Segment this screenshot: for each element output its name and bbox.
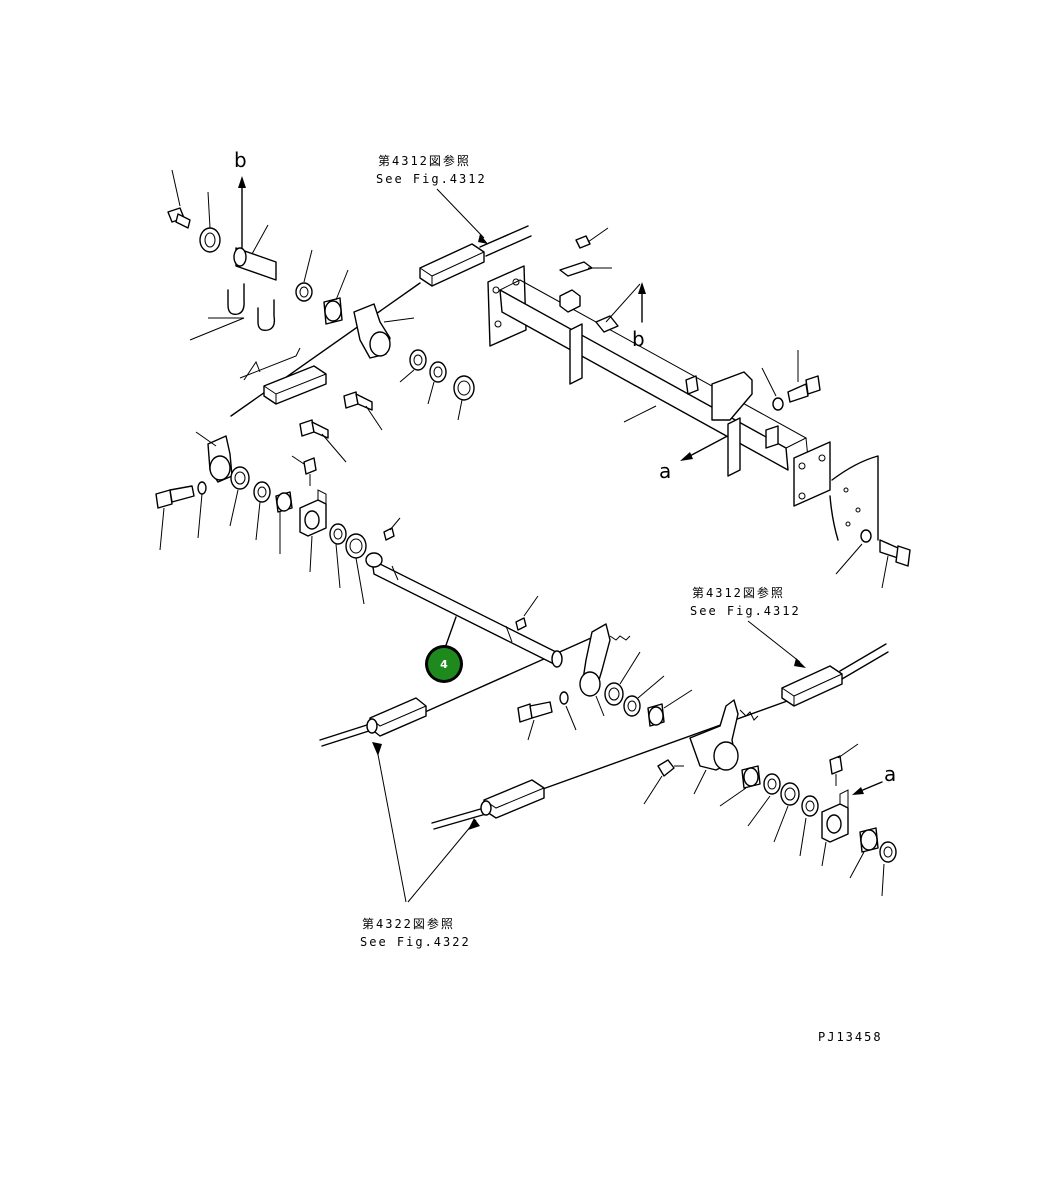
bearing-rings-upper xyxy=(399,349,475,421)
main-shaft xyxy=(365,552,563,668)
ref-right-jp: 第4312図参照 xyxy=(692,585,785,600)
ref-top-en: See Fig.4312 xyxy=(376,172,487,186)
clevis-bottom xyxy=(480,779,545,819)
washer-left xyxy=(197,481,207,539)
nut-top xyxy=(295,249,313,302)
seals-left xyxy=(229,466,293,554)
drawing-number: PJ13458 xyxy=(818,1030,883,1044)
bushing-top xyxy=(323,269,349,325)
bolt-panel xyxy=(835,529,911,589)
arrow-up-b-left xyxy=(238,176,246,251)
callout-badge[interactable]: 4 xyxy=(425,616,463,683)
frame-assembly xyxy=(487,227,831,507)
lever-top xyxy=(353,303,415,359)
bushing-right xyxy=(849,827,897,897)
washer-frame xyxy=(761,367,784,411)
bolt-upper xyxy=(343,391,383,431)
ref-bottom-en: See Fig.4322 xyxy=(360,935,471,949)
marker-b-right: b xyxy=(632,327,645,351)
bolt-middle xyxy=(299,419,347,463)
bracket-right xyxy=(821,789,849,867)
arrow-a-right xyxy=(852,781,883,795)
clevis-top xyxy=(419,188,488,287)
bolt-frame xyxy=(787,350,821,403)
grease-fitting-right-2 xyxy=(829,743,859,786)
spacer-block xyxy=(239,347,327,405)
seals-mid xyxy=(329,523,367,605)
grease-fitting-left xyxy=(291,455,317,486)
key-pin xyxy=(383,517,401,541)
marker-a-mid: a xyxy=(659,459,671,483)
marker-a-right: a xyxy=(884,762,896,786)
bolt-center xyxy=(517,691,577,741)
bearing-rings-center xyxy=(604,651,693,727)
clevis-left xyxy=(366,697,427,737)
clevis-right xyxy=(747,620,843,707)
arrow-up-b-right xyxy=(638,282,646,323)
ref-top-jp: 第4312図参照 xyxy=(378,153,471,168)
marker-b-left: b xyxy=(234,148,247,172)
bracket-left xyxy=(299,489,327,573)
seal-ring-top xyxy=(199,191,221,253)
bolt-left xyxy=(155,485,195,551)
ref-bottom-jp: 第4322図参照 xyxy=(362,916,455,931)
u-bolts xyxy=(189,283,276,341)
ref-bottom-leaders xyxy=(372,742,480,903)
ref-right-en: See Fig.4312 xyxy=(690,604,801,618)
lever-left xyxy=(195,431,233,483)
callout-label: 4 xyxy=(440,658,448,671)
seals-right xyxy=(719,765,819,857)
side-panel xyxy=(829,455,879,541)
pin-shaft-top xyxy=(233,224,277,281)
lever-center xyxy=(579,623,631,717)
lever-right xyxy=(689,699,759,795)
grease-fitting-top xyxy=(167,169,191,229)
grease-fitting-right xyxy=(643,759,684,805)
control-cables xyxy=(230,225,889,830)
